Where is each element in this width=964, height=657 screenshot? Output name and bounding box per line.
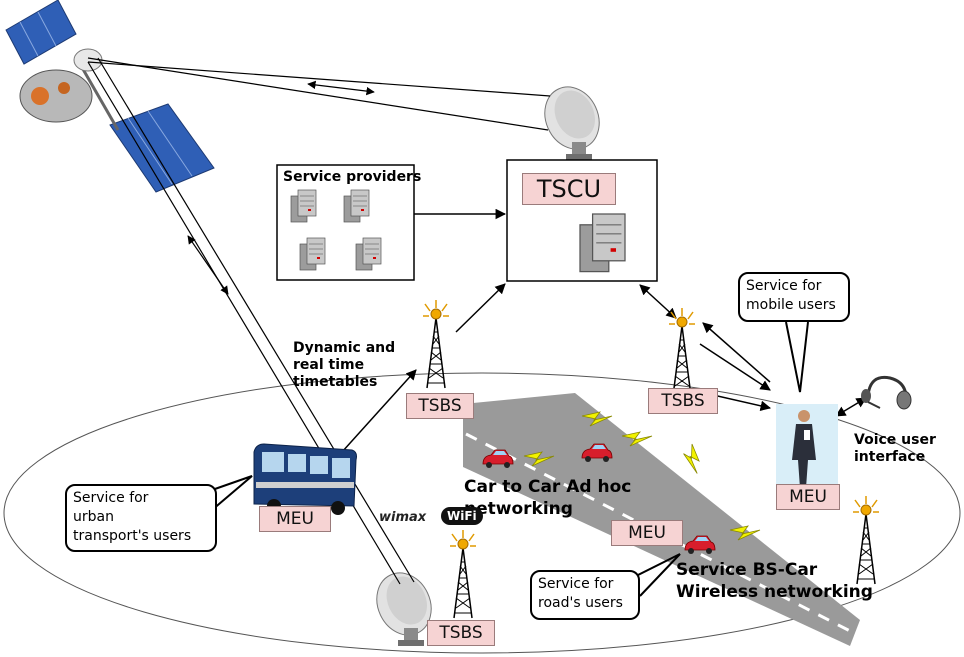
wifi-logo: WiFi bbox=[441, 507, 483, 525]
callout-pointer-mobile bbox=[785, 321, 809, 393]
mobile-user-icon bbox=[776, 404, 838, 488]
tscu-label: TSCU bbox=[522, 173, 616, 205]
callout-urban-transport: Service for urban transport's users bbox=[65, 484, 217, 552]
tsbs-bottom-label: TSBS bbox=[427, 620, 495, 646]
satellite-link-top bbox=[87, 57, 551, 131]
lightning-icon bbox=[681, 442, 702, 476]
tsbs-center-label: TSBS bbox=[648, 388, 718, 414]
tower-bottom-icon bbox=[449, 529, 477, 619]
arrow-headset-user bbox=[835, 397, 867, 417]
road bbox=[463, 393, 860, 646]
arrow-tsbs-to-mobile-user bbox=[699, 343, 771, 391]
tsbs-left-label: TSBS bbox=[406, 393, 474, 419]
callout-road-users: Service for road's users bbox=[530, 570, 640, 620]
callout-mobile-users: Service for mobile users bbox=[738, 272, 850, 322]
satellite-dish-top-icon bbox=[534, 77, 610, 161]
bus-icon bbox=[253, 443, 357, 515]
callout-pointer-road bbox=[623, 553, 681, 597]
tower-center-icon bbox=[668, 307, 696, 397]
arrow-tscu-tsbs-center bbox=[639, 284, 677, 319]
arrow-tsbs-to-tscu bbox=[455, 283, 506, 333]
service-providers-label: Service providers bbox=[283, 169, 422, 185]
arrow-bus-to-tsbs bbox=[341, 369, 417, 453]
service-bs-car-label: Service BS-Car Wireless networking bbox=[676, 560, 873, 602]
meu-bus-label: MEU bbox=[259, 506, 331, 532]
wimax-logo: wimax bbox=[379, 510, 427, 525]
satellite-icon bbox=[5, 0, 215, 193]
road-dashed-line bbox=[465, 432, 853, 634]
meu-user-label: MEU bbox=[776, 484, 840, 510]
voice-interface-label: Voice user interface bbox=[854, 432, 936, 465]
dynamic-timetables-label: Dynamic and real time timetables bbox=[293, 340, 396, 390]
tower-left-icon bbox=[422, 299, 450, 389]
coverage-area-ellipse bbox=[3, 372, 961, 654]
car-to-car-label: Car to Car Ad hoc networking bbox=[464, 477, 632, 519]
arrow-mobile-user-to-tsbs bbox=[702, 322, 771, 383]
headset-icon bbox=[861, 375, 912, 410]
callout-pointer-urban bbox=[211, 475, 253, 511]
meu-road-label: MEU bbox=[611, 520, 683, 546]
